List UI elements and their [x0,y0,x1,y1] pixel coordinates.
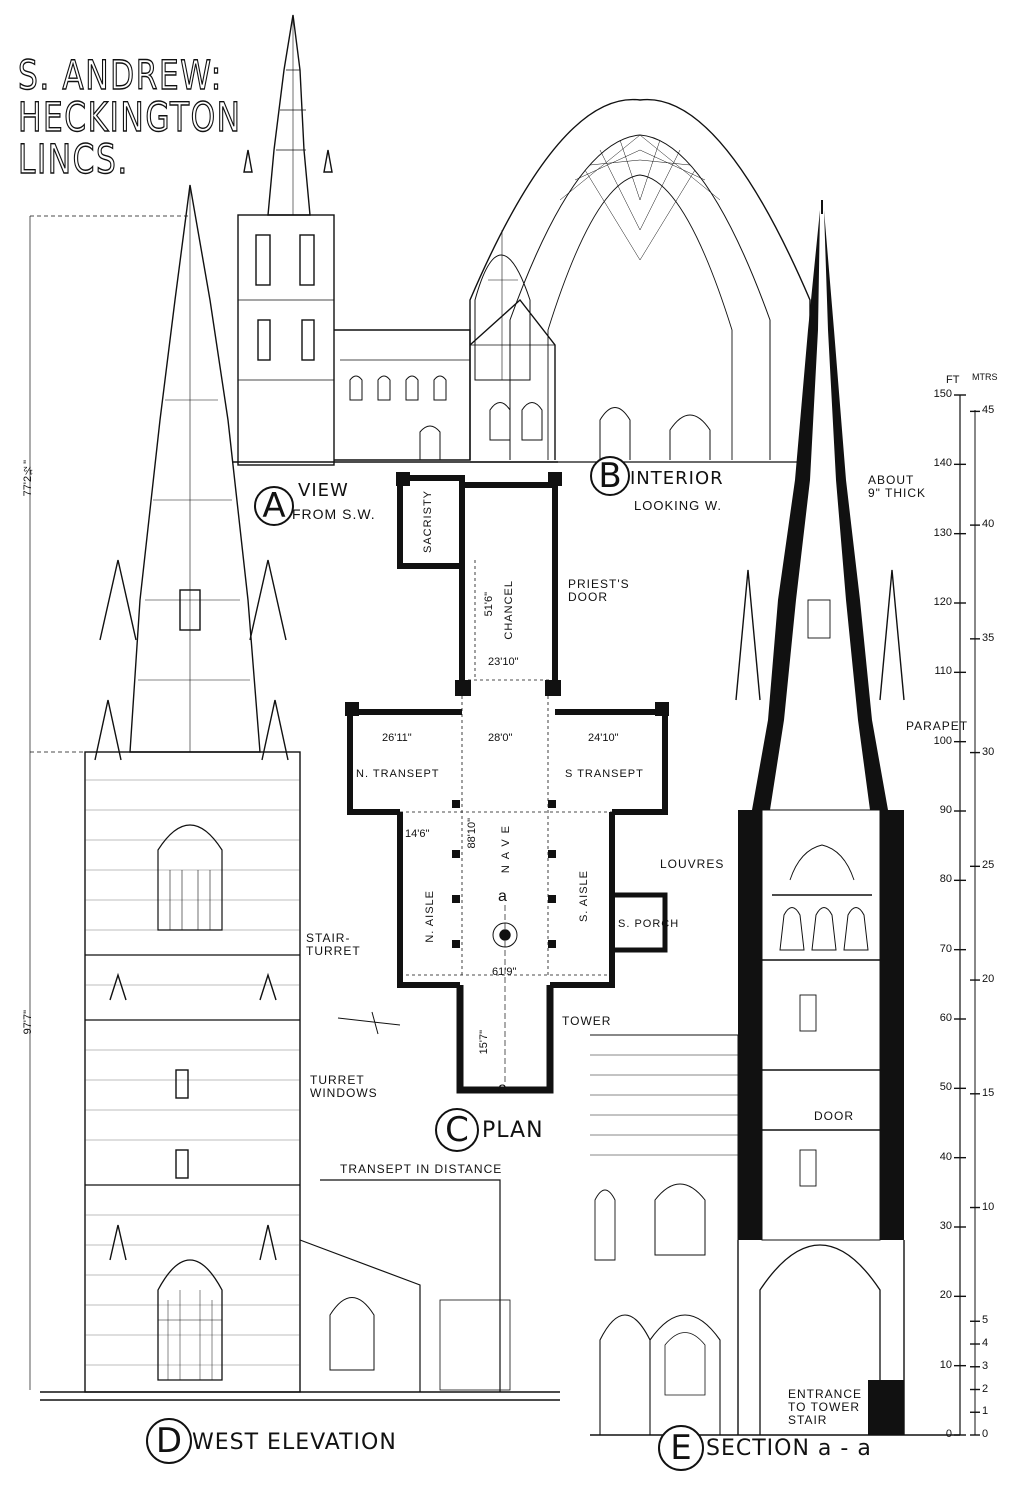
view-b-drawing [469,98,811,463]
plan-label-priests-door: PRIEST'S DOOR [568,577,630,604]
view-a-subcaption: FROM S.W. [292,506,376,522]
view-e-marker: E [658,1425,704,1471]
scale-feet-label: 80 [939,873,952,886]
west-elevation-drawing [29,184,560,1401]
view-b-caption: INTERIOR [630,468,724,489]
scale-feet-label: 90 [939,804,952,816]
title-line-1: S. ANDREW: [17,53,223,99]
view-c-caption: PLAN [482,1118,544,1143]
plan-label-nave: NAVE [500,820,512,874]
view-b-subcaption: LOOKING W. [634,498,723,513]
label-louvres: LOUVRES [660,857,725,871]
title-line-3: LINCS. [17,137,129,183]
plan-label-tower: TOWER [562,1014,612,1028]
scale-feet-label: 110 [934,665,952,678]
plan-label-sacristy: SACRISTY [422,490,434,554]
dim-s-transept-width: 24'10" [588,732,619,744]
view-e-caption: SECTION a - a [706,1436,872,1461]
sheet-title: S. ANDREW: HECKINGTON LINCS. [17,53,242,183]
scale-feet-label: 100 [933,734,952,747]
view-d-marker: D [146,1418,192,1464]
label-door: DOOR [814,1109,854,1123]
scale-feet-label: 0 [945,1428,952,1440]
plan-section-mark-bottom: a [498,1080,508,1097]
scale-metre-label: 35 [982,631,995,644]
scale-feet-label: 130 [933,526,952,539]
dim-tower-width: 15'7" [478,1030,490,1055]
scale-metres-unit: MTRS [972,372,998,382]
view-b-marker: B [590,456,630,496]
view-a-caption: VIEW [298,480,349,501]
plan-label-n-transept: N. TRANSEPT [356,768,440,780]
scale-metre-label: 2 [982,1382,989,1395]
scale-feet-unit: FT [946,374,960,386]
label-stair-turret: STAIR- TURRET [306,931,361,958]
scale-feet-label: 50 [939,1081,952,1094]
dim-nave-width: 28'0" [488,732,513,744]
plan-label-s-porch: S. PORCH [618,918,680,930]
scale-metre-label: 3 [982,1359,989,1372]
plan-section-mark-top: a [498,888,508,905]
label-about-thick: ABOUT 9" THICK [868,473,927,500]
scale-feet-label: 120 [933,596,952,608]
label-turret-windows: TURRET WINDOWS [310,1073,378,1100]
scale-metre-label: 40 [982,518,995,531]
dim-height-lower: 97'7" [22,1010,34,1035]
scale-metre-label: 0 [982,1428,989,1440]
scale-metre-label: 45 [982,404,995,417]
label-transept-in-distance: TRANSEPT IN DISTANCE [340,1162,503,1176]
scale-feet-label: 70 [939,942,952,955]
dim-aisle-width: 14'6" [405,828,430,840]
scale-feet-label: 20 [939,1289,952,1302]
view-a-marker: A [254,486,294,526]
dim-n-transept-width: 26'11" [382,732,412,744]
scale-metre-label: 15 [982,1086,995,1099]
title-line-2: HECKINGTON [17,95,242,141]
label-entrance-tower-stair: ENTRANCE TO TOWER STAIR [788,1387,863,1427]
view-d-caption: WEST ELEVATION [192,1430,397,1455]
scale-metre-label: 1 [982,1405,989,1418]
plan-drawing [337,472,669,1094]
scale-feet-label: 150 [933,388,952,400]
scale-metre-label: 25 [982,859,995,872]
scale-bar [954,394,980,1436]
label-parapet: PARAPET [906,719,969,733]
plan-label-s-aisle: S. AISLE [578,870,590,923]
dim-height-upper: 77'2½" [22,460,34,497]
scale-metre-label: 20 [982,973,995,986]
scale-feet-label: 40 [939,1150,952,1163]
scale-feet-label: 140 [933,457,952,470]
scale-metre-label: 4 [982,1337,989,1349]
plan-label-chancel: CHANCEL [503,580,515,640]
dim-chancel-length: 51'6" [483,592,495,617]
dim-nave-length: 88'10" [466,818,478,849]
scale-metre-label: 10 [982,1200,995,1213]
view-a-drawing [232,14,558,466]
scale-feet-label: 10 [939,1358,952,1371]
plan-label-n-aisle: N. AISLE [424,890,436,943]
plan-label-s-transept: S TRANSEPT [565,768,644,780]
dim-overall-width: 61'9" [492,966,517,978]
scale-feet-label: 60 [939,1012,952,1024]
section-drawing [590,200,960,1436]
scale-metre-label: 5 [982,1314,989,1327]
dim-chancel-width: 23'10" [488,656,519,668]
scale-metre-label: 30 [982,745,995,758]
scale-feet-label: 30 [939,1220,952,1232]
view-c-marker: C [435,1108,479,1152]
